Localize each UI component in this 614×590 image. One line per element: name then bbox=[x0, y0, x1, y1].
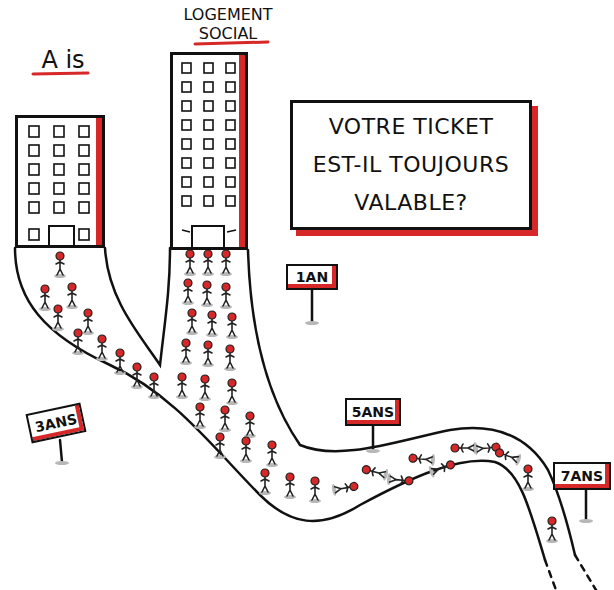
walker bbox=[186, 309, 198, 335]
fallen-walker bbox=[361, 463, 389, 481]
walker bbox=[180, 339, 192, 365]
building-door bbox=[49, 226, 74, 246]
building: LOGEMENT SOCIAL bbox=[170, 52, 248, 250]
road-sign: 7ANS bbox=[553, 462, 611, 490]
walker bbox=[72, 329, 84, 355]
road-sign: 3ANS bbox=[25, 403, 86, 444]
fallen-walker bbox=[331, 480, 359, 496]
post-shadow bbox=[305, 321, 319, 325]
building-window bbox=[29, 229, 39, 240]
walker bbox=[244, 412, 256, 438]
fallen-walker bbox=[451, 442, 477, 454]
walker bbox=[259, 469, 271, 495]
walker bbox=[219, 406, 231, 432]
fallen-walker bbox=[428, 458, 457, 478]
walkers bbox=[39, 250, 558, 543]
callout-text: VOTRE TICKET EST-IL TOUJOURS VALABLE? bbox=[306, 108, 516, 222]
walker bbox=[224, 345, 236, 371]
walker bbox=[202, 250, 214, 276]
sign-text: 1AN bbox=[296, 269, 328, 286]
callout-box: VOTRE TICKET EST-IL TOUJOURS VALABLE? bbox=[290, 100, 532, 230]
walker bbox=[131, 363, 143, 389]
walker bbox=[148, 373, 160, 399]
walker bbox=[184, 250, 196, 276]
walker bbox=[522, 465, 534, 491]
walker bbox=[284, 473, 296, 499]
walker bbox=[206, 311, 218, 337]
building-label: LOGEMENT SOCIAL bbox=[168, 5, 288, 43]
walker bbox=[176, 373, 188, 399]
walker bbox=[214, 433, 226, 459]
walker bbox=[82, 309, 94, 335]
sign-text: 7ANS bbox=[561, 468, 603, 485]
road-sign: 5ANS bbox=[345, 398, 401, 426]
road-dashed bbox=[545, 560, 556, 590]
road bbox=[15, 248, 596, 590]
walker bbox=[201, 281, 213, 307]
walker bbox=[240, 437, 252, 463]
walker bbox=[182, 279, 194, 305]
walker bbox=[96, 335, 108, 361]
sign-posts bbox=[55, 290, 593, 523]
building-windows bbox=[28, 125, 103, 220]
sign-post bbox=[60, 440, 62, 462]
fallen-walker bbox=[494, 446, 523, 466]
walker bbox=[202, 341, 214, 367]
post-shadow bbox=[579, 519, 593, 523]
walker bbox=[226, 379, 238, 405]
fallen-walker bbox=[409, 452, 436, 466]
walker bbox=[66, 283, 78, 309]
building-door bbox=[192, 226, 224, 248]
walker bbox=[220, 283, 232, 309]
walker bbox=[114, 349, 126, 375]
walker bbox=[199, 375, 211, 401]
sign-post bbox=[311, 290, 314, 322]
sign-text: 5ANS bbox=[352, 404, 394, 421]
sign-post bbox=[585, 490, 588, 520]
building-windows bbox=[181, 62, 247, 214]
walker bbox=[194, 403, 206, 429]
post-shadow bbox=[55, 461, 69, 465]
walker bbox=[309, 477, 321, 503]
road-edge bbox=[105, 248, 170, 365]
sign-post bbox=[372, 426, 375, 450]
walker bbox=[52, 305, 64, 331]
walker bbox=[39, 285, 51, 311]
walker bbox=[226, 313, 238, 339]
building-label: A is bbox=[0, 46, 128, 75]
sign-text: 3ANS bbox=[34, 410, 79, 435]
building-window bbox=[227, 230, 236, 232]
building: A is bbox=[15, 115, 105, 248]
road-edge bbox=[15, 248, 545, 560]
fallen-walker bbox=[387, 473, 414, 487]
walker bbox=[220, 250, 232, 276]
road-edge bbox=[248, 250, 575, 555]
road-sign: 1AN bbox=[286, 264, 338, 290]
walker bbox=[54, 252, 66, 278]
building-window bbox=[182, 230, 190, 232]
walker bbox=[546, 517, 558, 543]
building-window bbox=[79, 229, 89, 240]
post-shadow bbox=[366, 449, 380, 453]
walker bbox=[266, 441, 278, 467]
road-dashed bbox=[575, 555, 596, 590]
